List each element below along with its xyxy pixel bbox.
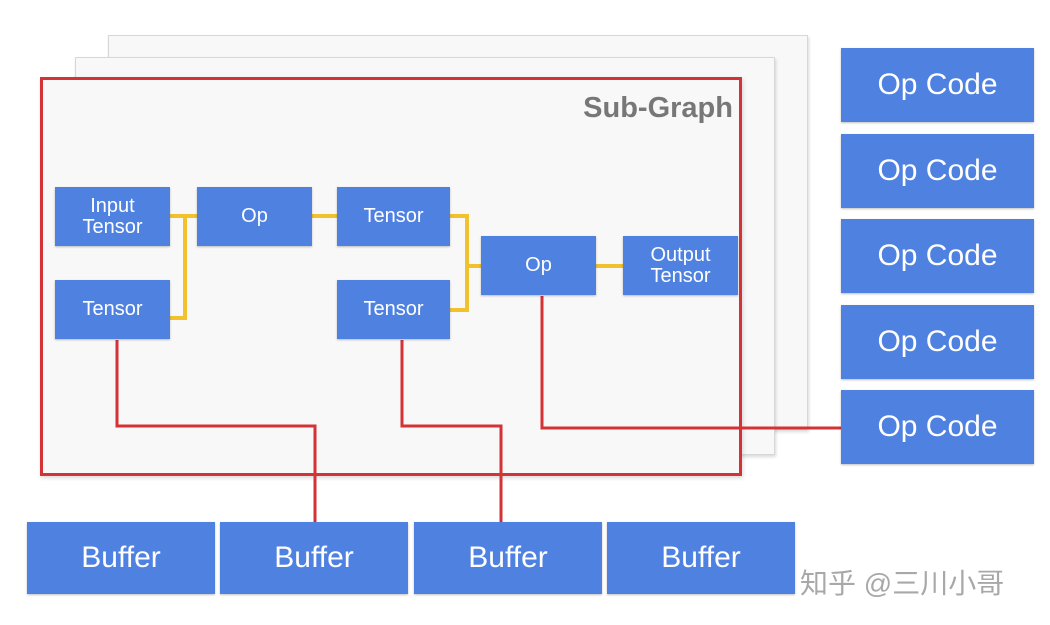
tensor-node-top: Tensor bbox=[337, 187, 450, 246]
output-tensor-node: Output Tensor bbox=[623, 236, 738, 295]
buffer-box: Buffer bbox=[607, 522, 795, 594]
tensor-node-left: Tensor bbox=[55, 280, 170, 339]
subgraph-title: Sub-Graph bbox=[583, 92, 733, 124]
op-code-box: Op Code bbox=[841, 305, 1034, 379]
tensor-node-middle: Tensor bbox=[337, 280, 450, 339]
buffer-box: Buffer bbox=[27, 522, 215, 594]
watermark-text: 知乎 @三川小哥 bbox=[800, 568, 1005, 599]
input-tensor-node: Input Tensor bbox=[55, 187, 170, 246]
op-code-box: Op Code bbox=[841, 219, 1034, 293]
op-node-1: Op bbox=[197, 187, 312, 246]
op-code-box: Op Code bbox=[841, 48, 1034, 122]
op-code-box: Op Code bbox=[841, 134, 1034, 208]
buffer-box: Buffer bbox=[414, 522, 602, 594]
op-code-box: Op Code bbox=[841, 390, 1034, 464]
buffer-box: Buffer bbox=[220, 522, 408, 594]
op-node-2: Op bbox=[481, 236, 596, 295]
